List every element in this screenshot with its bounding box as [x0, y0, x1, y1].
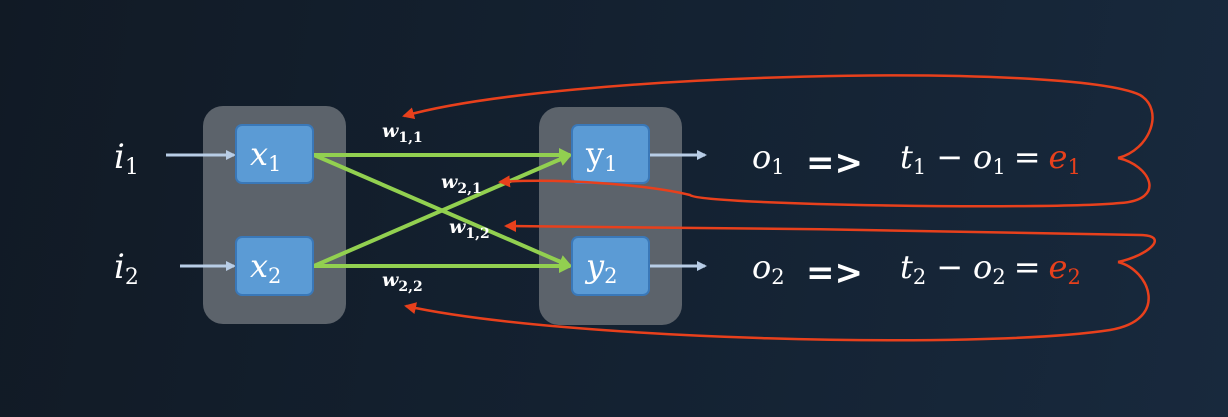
output-label-2: o2	[752, 248, 785, 289]
weight-label-2-2: w2,2	[382, 269, 423, 295]
input-label-1: i1	[114, 137, 139, 180]
input-label-2: i2	[114, 247, 139, 290]
error-equation-2: t2−o2=e2	[900, 248, 1081, 289]
node-label-x2: x2	[250, 247, 281, 288]
weight-label-1-1: w1,1	[382, 120, 423, 146]
error-curve-1-bottom	[498, 156, 1151, 208]
error-curve-2-top	[504, 220, 1156, 264]
weight-label-2-1: w2,1	[441, 171, 482, 197]
implies-symbol-1: =>	[806, 143, 863, 183]
node-x1	[235, 124, 314, 184]
node-label-y1: y1	[585, 135, 617, 176]
node-label-x1: x1	[250, 135, 281, 176]
weight-label-1-2: w1,2	[449, 216, 490, 242]
node-x2	[235, 236, 314, 296]
implies-symbol-2: =>	[806, 253, 863, 293]
weight-line-2-1	[313, 152, 573, 268]
output-label-1: o1	[752, 138, 785, 179]
node-label-y2: y2	[584, 247, 617, 288]
error-curve-2-bottom	[404, 260, 1150, 342]
error-curve-1-top	[402, 74, 1154, 160]
error-equation-1: t1−o1=e1	[900, 138, 1081, 179]
node-y2	[571, 236, 650, 296]
